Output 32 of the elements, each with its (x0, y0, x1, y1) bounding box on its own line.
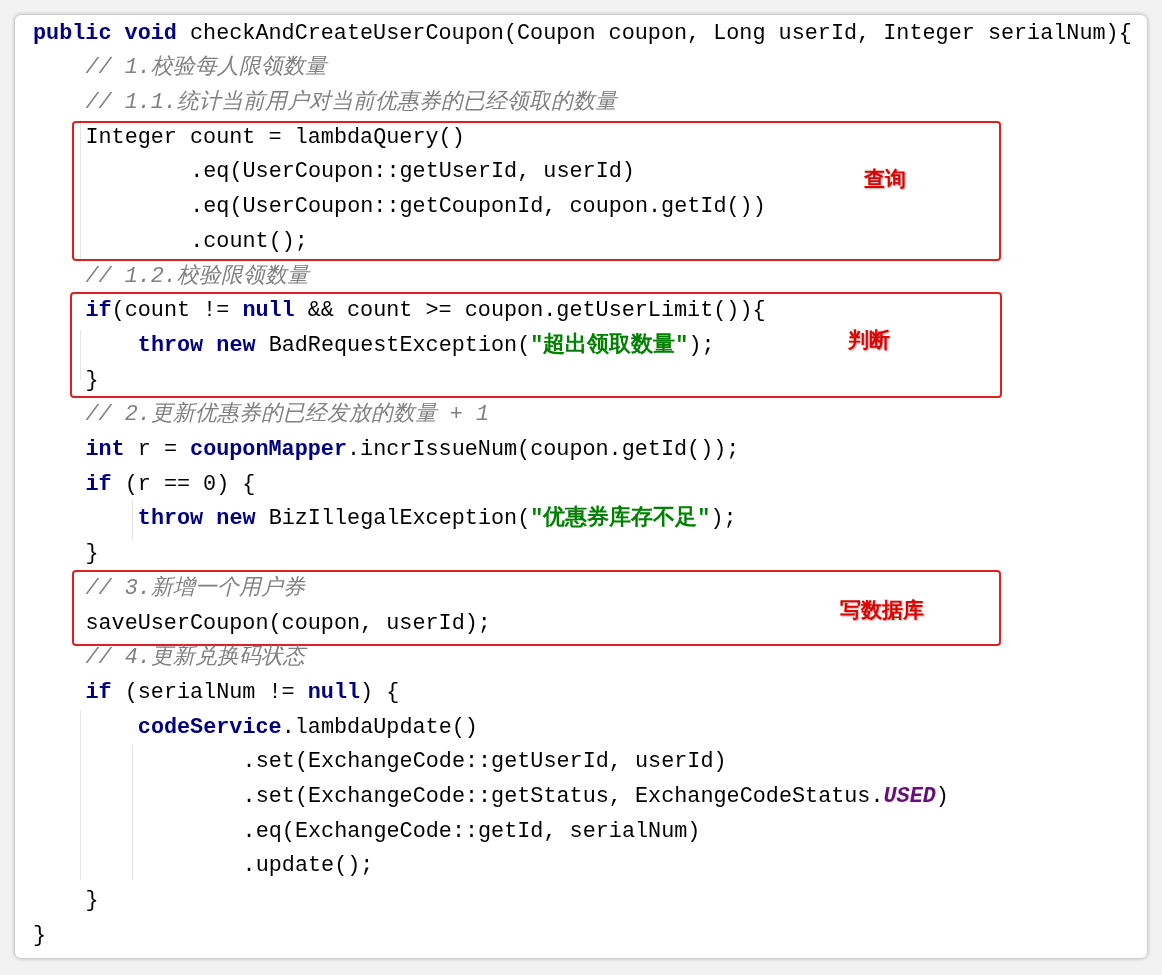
highlight-box (72, 121, 1001, 261)
code-line: throw new BizIllegalException("优惠券库存不足"); (137, 504, 737, 534)
code-line: } (85, 366, 99, 395)
code-line: saveUserCoupon(coupon, userId); (85, 609, 491, 638)
highlight-box (72, 570, 1001, 646)
code-line: .set(ExchangeCode::getStatus, ExchangeCodeStatus.USED) (242, 783, 949, 812)
code-comment: // 2.更新优惠券的已经发放的数量 + 1 (85, 400, 490, 430)
code-comment: // 1.校验每人限领数量 (85, 54, 327, 83)
annotation-label: 判断 (848, 327, 890, 353)
code-line: .set(ExchangeCode::getUserId, userId) (242, 748, 727, 777)
code-line: throw new BadRequestException("超出领取数量"); (137, 331, 715, 360)
code-line: .eq(UserCoupon::getUserId, userId) (190, 158, 635, 187)
code-line: if (serialNum != null) { (85, 678, 400, 707)
code-line: int r = couponMapper.incrIssueNum(coupon.getId()); (85, 436, 740, 465)
code-line: .eq(ExchangeCode::getId, serialNum) (242, 817, 701, 846)
code-comment: // 1.1.统计当前用户对当前优惠券的已经领取的数量 (85, 88, 617, 118)
code-line: .eq(UserCoupon::getCouponId, coupon.getId()) (190, 193, 766, 222)
highlight-box (70, 292, 1002, 398)
code-comment: // 1.2.校验限领数量 (85, 262, 309, 291)
code-line: if (r == 0) { (85, 470, 256, 499)
code-line: .count(); (190, 227, 308, 256)
code-line: codeService.lambdaUpdate() (137, 713, 478, 742)
annotation-label: 写数据库 (840, 597, 924, 623)
code-line: public void checkAndCreateUserCoupon(Coupon coupon, Long userId, Integer serialNum){ (33, 19, 1132, 48)
code-line: if(count != null && count >= coupon.getUserLimit()){ (85, 297, 766, 326)
code-comment: // 3.新增一个用户券 (85, 574, 305, 603)
code-line: } (85, 887, 99, 916)
code-line: } (33, 921, 47, 950)
code-line: .update(); (242, 852, 374, 881)
code-line: Integer count = lambdaQuery() (85, 123, 465, 152)
annotation-label: 查询 (864, 166, 906, 192)
code-line: } (85, 540, 99, 569)
